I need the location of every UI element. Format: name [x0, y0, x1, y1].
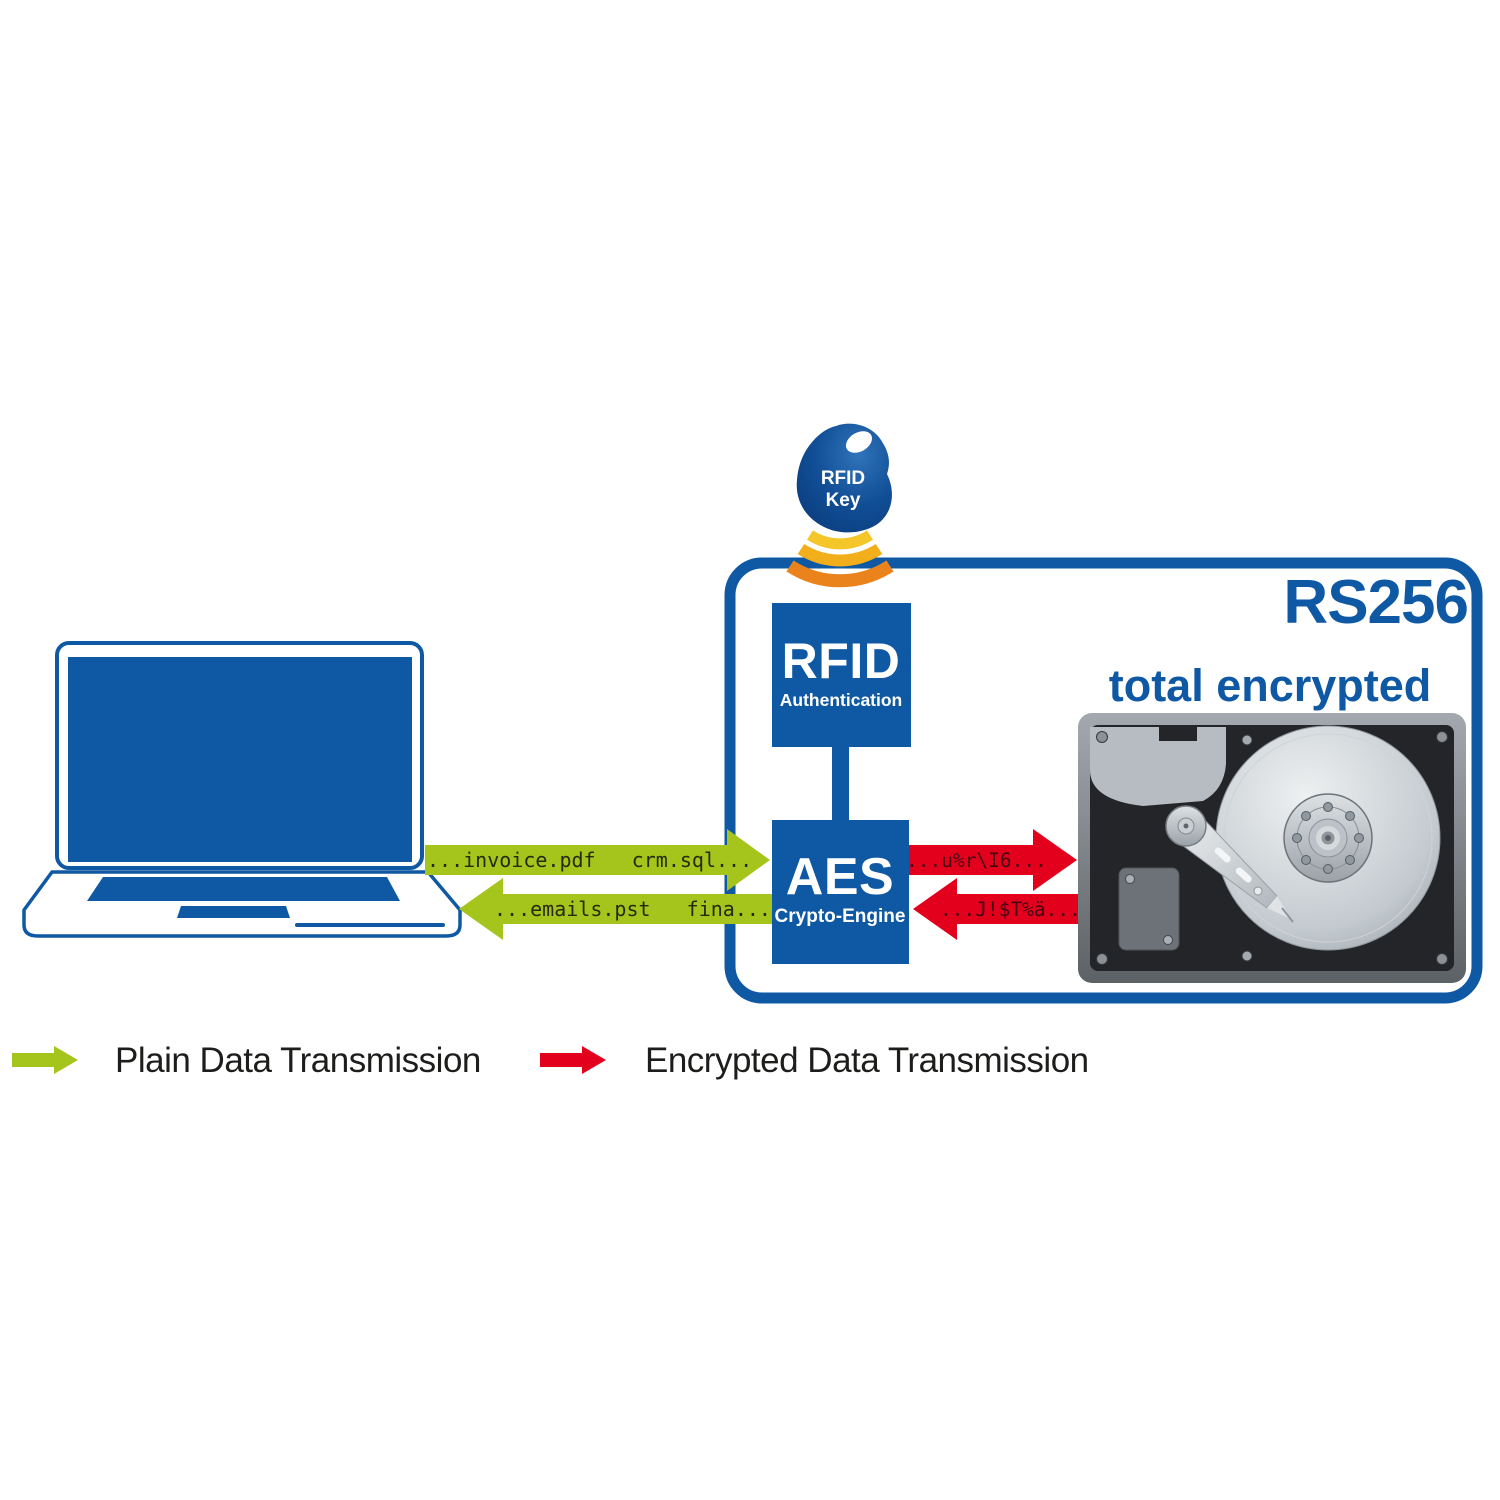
rfid-key-label-line2: Key — [826, 490, 861, 511]
rfid-authentication-box: RFID Authentication — [772, 603, 911, 747]
rfid-box-title: RFID — [782, 633, 901, 689]
rfid-key-fob: RFID Key — [796, 423, 892, 533]
hdd-ramp — [1090, 727, 1226, 806]
legend: Plain Data Transmission Encrypted Data T… — [12, 1041, 1089, 1080]
legend-plain-label: Plain Data Transmission — [115, 1041, 481, 1080]
legend-plain-arrow-icon — [12, 1046, 78, 1074]
hard-disk-icon — [1078, 713, 1466, 983]
plain-data-in-text: ...emails.pst fina... — [494, 897, 771, 921]
rfid-key-label-line1: RFID — [821, 468, 865, 489]
encrypted-data-arrow-left — [913, 878, 1079, 940]
plain-data-arrow-left — [459, 878, 772, 940]
laptop-touchpad — [177, 906, 290, 918]
plain-data-out-text: ...invoice.pdf crm.sql... — [427, 848, 752, 872]
laptop-icon — [22, 641, 462, 938]
rfid-box-subtitle: Authentication — [780, 690, 903, 710]
legend-encrypted-arrow-icon — [540, 1046, 606, 1074]
laptop-screen — [68, 657, 412, 862]
key-fob-body — [796, 423, 892, 533]
aes-box-title: AES — [786, 848, 894, 906]
hdd-actuator-arm — [1165, 805, 1294, 923]
product-name-label: RS256 — [1283, 568, 1468, 637]
plain-data-arrow-right — [425, 829, 770, 891]
hdd-screws — [1096, 731, 1448, 965]
rfid-signal-waves-icon — [786, 530, 894, 588]
aes-box-subtitle: Crypto-Engine — [775, 906, 906, 927]
data-flow-arrows: ...invoice.pdf crm.sql... ...emails.pst … — [425, 829, 1081, 940]
encrypted-data-arrow-right — [908, 829, 1077, 891]
rs256-enclosure-border — [724, 557, 1483, 1004]
legend-encrypted-label: Encrypted Data Transmission — [645, 1041, 1089, 1080]
encrypted-data-in-text: ...J!$T%ä... — [940, 898, 1081, 921]
encrypted-data-out-text: ...u%r\I6... — [906, 849, 1047, 872]
hdd-cover-plate — [1118, 867, 1180, 951]
total-encrypted-label: total encrypted — [1109, 660, 1432, 711]
rfid-aes-connector — [832, 744, 849, 826]
key-fob-hole — [845, 431, 873, 453]
aes-crypto-engine-box: AES Crypto-Engine — [772, 820, 909, 964]
laptop-keyboard — [87, 877, 400, 901]
hdd-spindle-hub — [1283, 793, 1373, 883]
